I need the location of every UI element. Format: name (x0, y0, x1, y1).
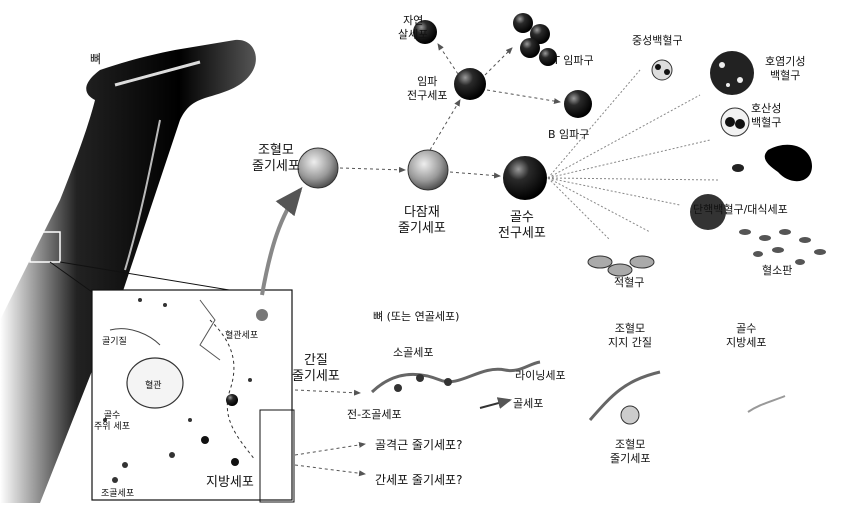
lining-cell-label: 라이닝세포 (515, 369, 566, 383)
inset-vessel-label: 혈관 (145, 381, 162, 392)
hsc-label: 조혈모 줄기세포 (252, 143, 300, 175)
mesenchymal-stem-label: 간질 줄기세포 (292, 353, 340, 385)
pre-osteoblast-label: 전-조골세포 (347, 408, 402, 422)
stromal-support-label: 조혈모 지지 간질 (608, 322, 652, 350)
marrow-adipocyte-cell (748, 396, 785, 412)
marrow-adipocyte-label: 골수 지방세포 (726, 322, 766, 350)
erythrocyte-label: 적혈구 (614, 276, 644, 290)
inset-adipocyte-label: 지방세포 (206, 475, 254, 491)
osteocyte-label: 소골세포 (393, 346, 433, 360)
bone-label: 뼈 (90, 52, 101, 67)
myeloid-products (588, 51, 826, 276)
hepatocyte-stem-label: 간세포 줄기세포? (375, 473, 462, 488)
eosinophil-label: 호산성 백혈구 (751, 102, 781, 130)
t-lymphocyte-label: T 임파구 (553, 54, 594, 68)
erythrocyte-group (588, 256, 654, 276)
basophil-cell (710, 51, 754, 95)
osteoblast-label: 골세포 (513, 397, 543, 411)
hsc-bottom-label: 조혈모 줄기세포 (610, 438, 650, 466)
myeloid-progenitor-cell (503, 156, 547, 200)
monocyte-label: 단핵백혈구/대식세포 (693, 203, 788, 217)
skeletal-muscle-stem-label: 골격근 줄기세포? (375, 438, 462, 453)
platelet-group (739, 229, 826, 265)
lymphoid-progenitor-label: 임파 전구세포 (407, 75, 447, 103)
macrophage-cell (765, 145, 812, 181)
basophil-label: 호염기성 백혈구 (765, 55, 805, 83)
inset-osteoblast-label: 조골세포 (101, 489, 134, 500)
hsc-bottom-cell (621, 406, 639, 424)
hsc-cell (298, 148, 338, 188)
platelet-label: 혈소판 (762, 264, 792, 278)
multipotent-cell (408, 150, 448, 190)
b-lymphocyte-cell (564, 90, 592, 118)
inset-cell-dark (226, 394, 238, 406)
myeloid-progenitor-label: 골수 전구세포 (498, 210, 546, 242)
marrow-inset (92, 290, 294, 502)
lymphoid-progenitor-cell (454, 68, 486, 100)
nk-cell-label: 자연 살세포 (398, 14, 428, 42)
b-lymphocyte-label: B 임파구 (548, 128, 589, 142)
neutrophil-label: 중성백혈구 (632, 34, 683, 48)
inset-endothelial-label: 혈관세포 (225, 331, 258, 342)
neutrophil-cell (652, 60, 672, 80)
multipotent-label: 다잠재 줄기세포 (398, 205, 446, 237)
inset-reticular-label: 골수 주위 세포 (94, 411, 130, 433)
bone-or-cartilage-label: 뼈 (또는 연골세포) (373, 310, 459, 324)
inset-bone-matrix-label: 골기질 (102, 337, 127, 348)
